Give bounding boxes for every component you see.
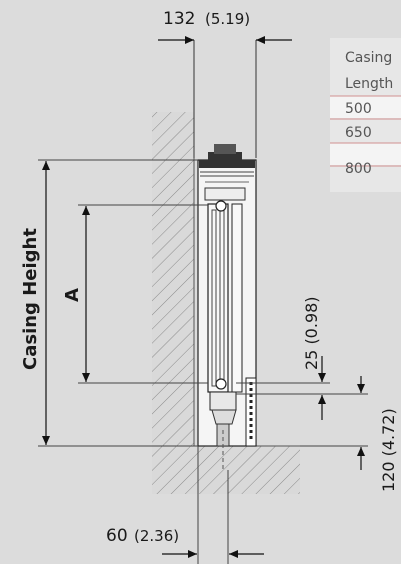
- vent-cap: [214, 144, 236, 154]
- dimension-bottom-width: 60 (2.36): [106, 446, 264, 564]
- valve-body: [211, 409, 237, 425]
- upper-pipe-connection: [215, 200, 227, 212]
- table-cell: 800: [345, 161, 372, 177]
- floor-pipe: [216, 423, 230, 447]
- table-header-length: Length: [345, 76, 393, 92]
- radiator-casing: [197, 144, 257, 470]
- table-header-casing: Casing: [345, 50, 392, 66]
- wall-section: [152, 112, 194, 494]
- floor-section: [194, 446, 300, 494]
- dimension-a: A: [62, 204, 208, 384]
- dimension-gap: 25 (0.98): [236, 296, 330, 420]
- a-label: A: [62, 288, 83, 302]
- table-row-band: [330, 96, 401, 118]
- bottom-width-value: 60: [106, 526, 128, 546]
- lower-pipe-connection: [215, 378, 227, 390]
- table-row-band: [330, 143, 401, 165]
- floor-clearance-value: 120 (4.72): [379, 408, 398, 492]
- bottom-width-inch-value: (2.36): [134, 527, 179, 545]
- top-width-inch-value: (5.19): [205, 10, 250, 28]
- top-width-value: 132: [163, 9, 195, 29]
- casing-length-table: Casing Length 500 650 800: [330, 38, 401, 192]
- table-cell: 500: [345, 101, 372, 117]
- radiator-panel: [207, 203, 229, 393]
- top-grille: [208, 152, 242, 164]
- table-cell: 650: [345, 125, 372, 141]
- dimension-floor-clearance: 120 (4.72): [300, 376, 398, 492]
- casing-height-label: Casing Height: [20, 228, 41, 370]
- gap-value: 25 (0.98): [302, 296, 321, 370]
- dimension-top-width: 132 (5.19): [158, 9, 292, 158]
- dimension-casing-height: Casing Height: [20, 159, 198, 447]
